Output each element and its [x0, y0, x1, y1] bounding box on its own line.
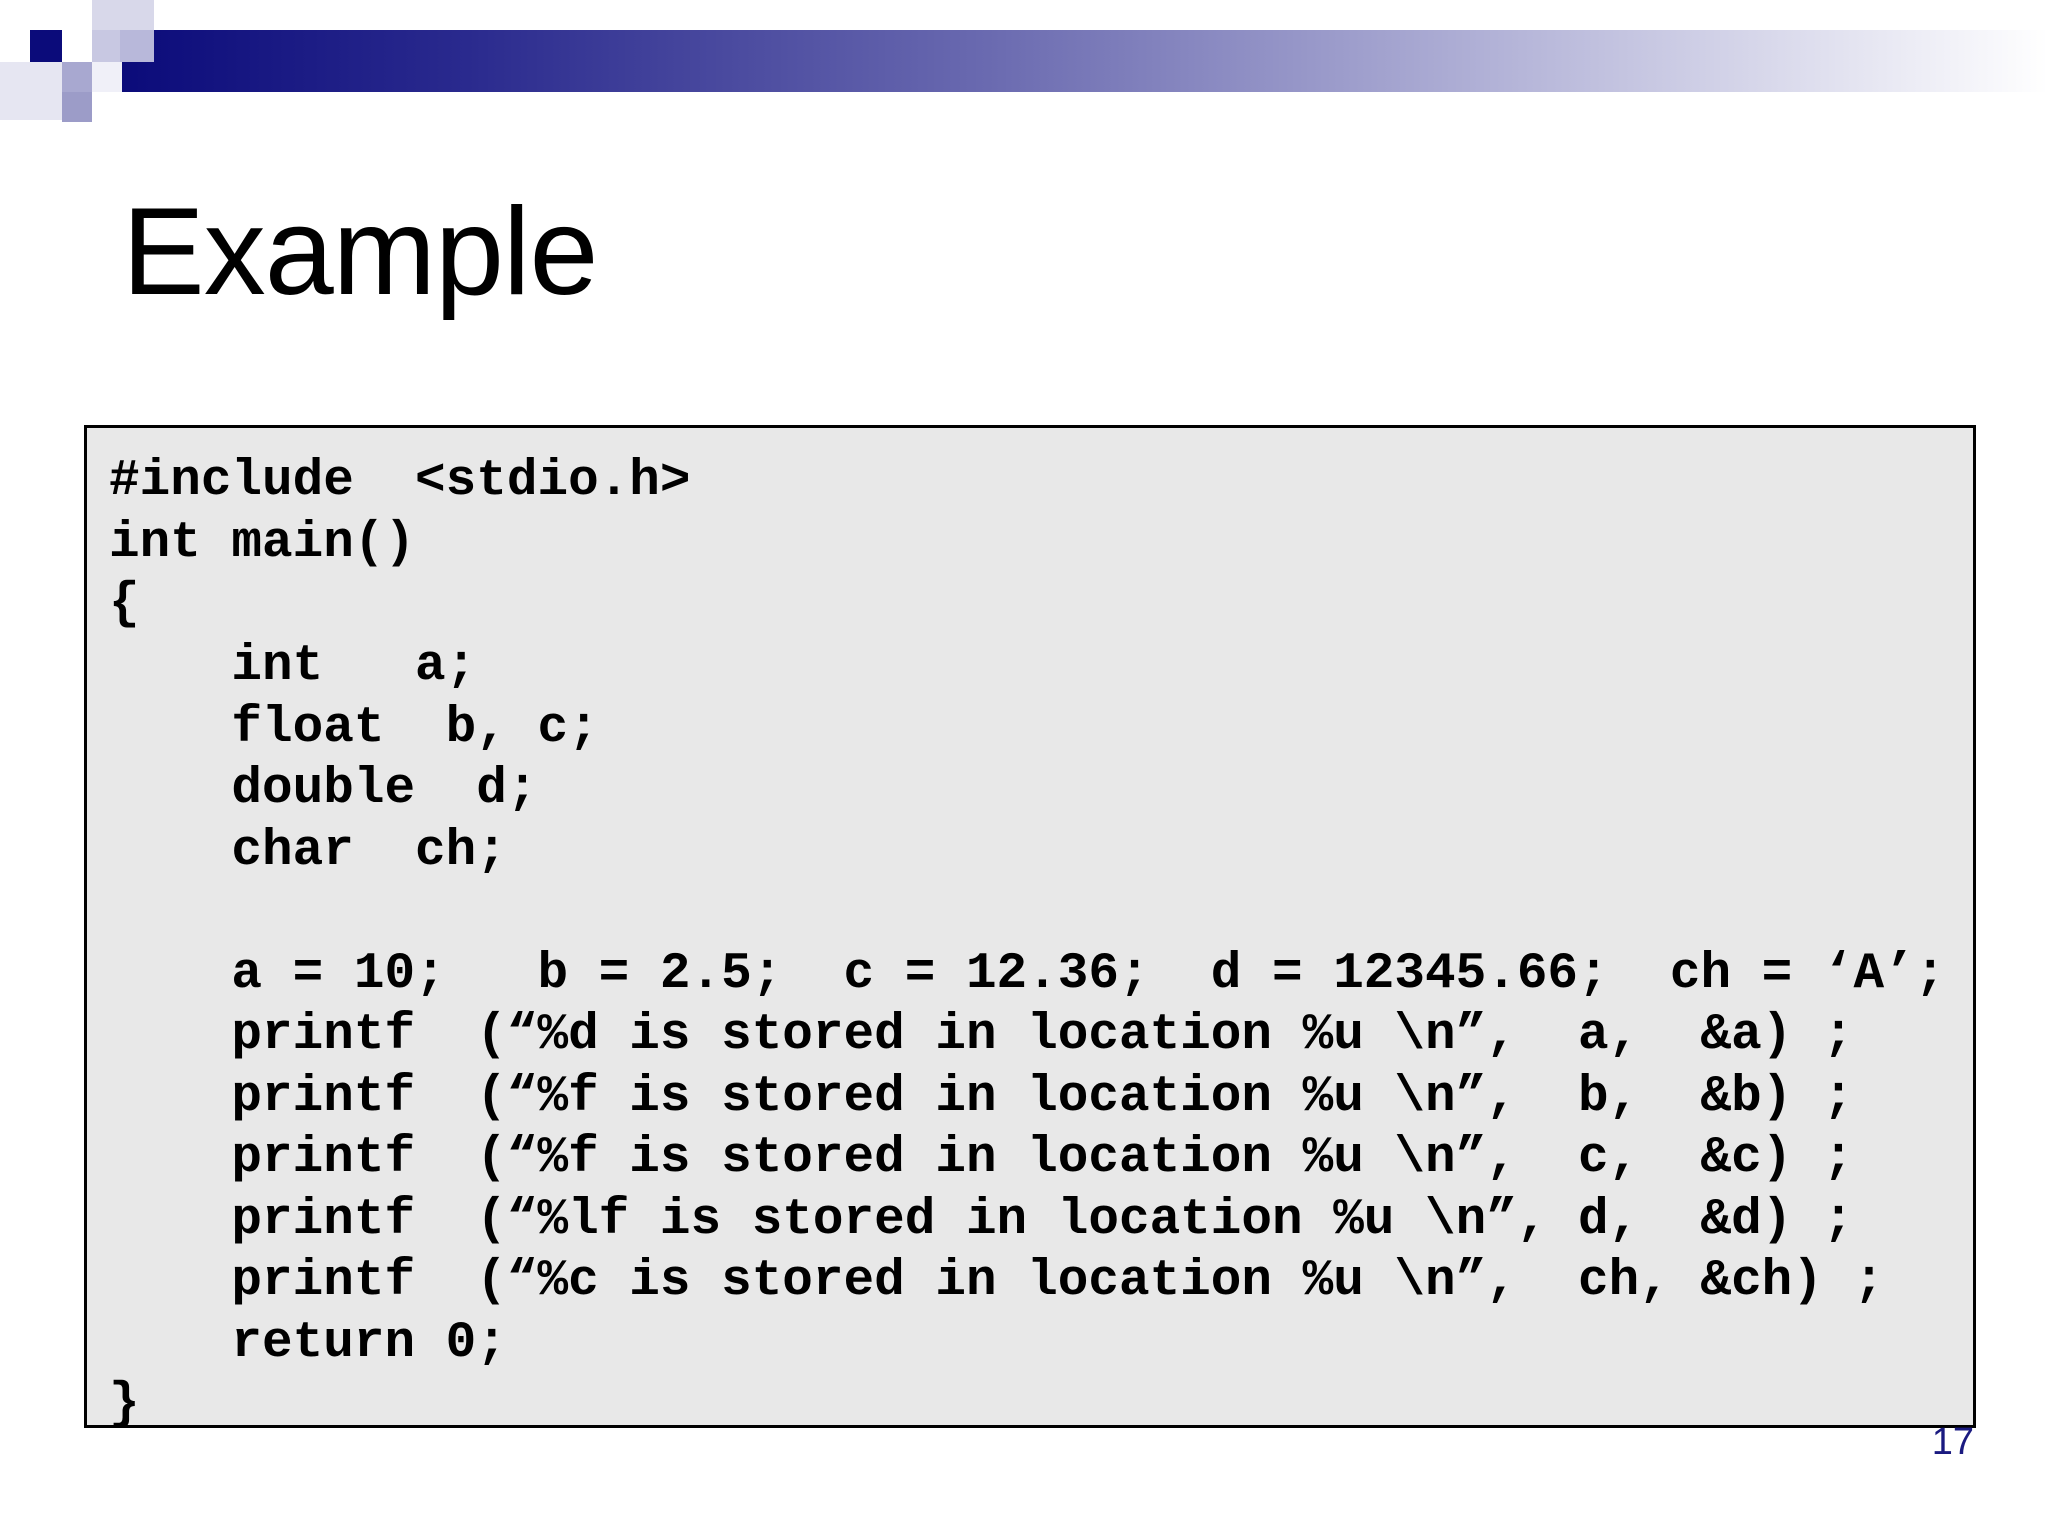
code-line: int a; — [109, 638, 477, 695]
code-line: printf (“%d is stored in location %u \n”… — [109, 1007, 1854, 1064]
code-line: double d; — [109, 761, 538, 818]
code-line: int main() — [109, 515, 416, 572]
code-line: char ch; — [109, 823, 507, 880]
logo-square-1 — [0, 0, 32, 32]
logo-square-7 — [62, 92, 92, 122]
code-line: printf (“%c is stored in location %u \n”… — [109, 1253, 1885, 1310]
header-gradient-bar — [120, 30, 2048, 92]
logo-square-9 — [92, 62, 122, 92]
code-line: #include <stdio.h> — [109, 453, 691, 510]
code-line: printf (“%f is stored in location %u \n”… — [109, 1069, 1854, 1126]
page-number: 17 — [1931, 1421, 1974, 1463]
logo-square-4 — [92, 30, 122, 62]
code-line: return 0; — [109, 1315, 507, 1372]
code-line: a = 10; b = 2.5; c = 12.36; d = 12345.66… — [109, 946, 1946, 1003]
logo-square-8 — [120, 30, 154, 62]
code-line: float b, c; — [109, 700, 599, 757]
code-line: printf (“%lf is stored in location %u \n… — [109, 1192, 1854, 1249]
slide-title: Example — [122, 183, 598, 321]
logo-square-5 — [92, 0, 154, 30]
logo-square-6 — [0, 62, 62, 120]
logo-square-2 — [30, 30, 62, 62]
code-line: printf (“%f is stored in location %u \n”… — [109, 1130, 1854, 1187]
code-block: #include <stdio.h> int main() { int a; f… — [84, 425, 1976, 1433]
code-line: } — [109, 1376, 140, 1433]
logo-square-3 — [62, 62, 92, 92]
code-line: { — [109, 576, 140, 633]
